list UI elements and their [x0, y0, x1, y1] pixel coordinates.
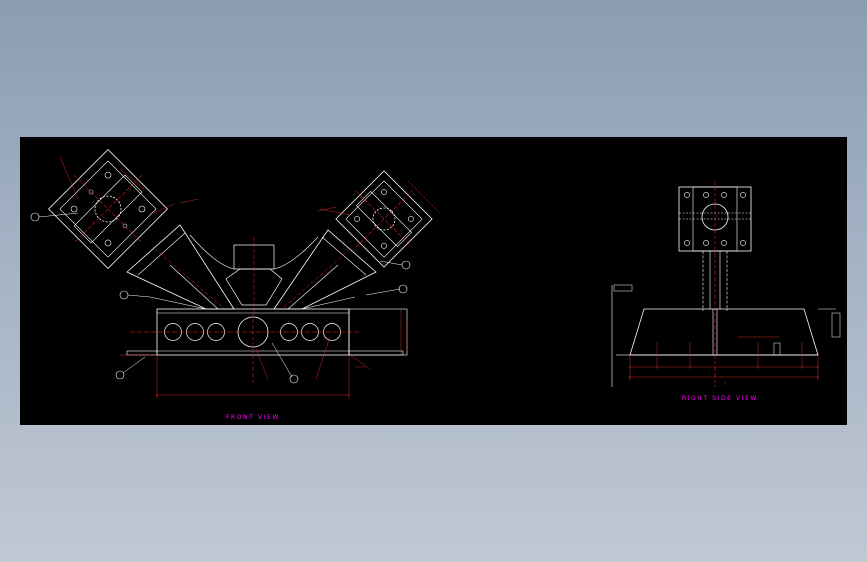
side-dimensions: [629, 336, 819, 385]
front-view-label: FRONT VIEW: [226, 414, 280, 421]
base-beam: [126, 308, 408, 383]
cad-model-space[interactable]: FRONT VIEW: [20, 137, 847, 425]
front-callouts: [30, 203, 411, 384]
right-arm: [273, 229, 377, 310]
side-column: [702, 181, 728, 387]
side-view: RIGHT SIDE VIEW: [611, 181, 841, 402]
front-view: FRONT VIEW: [30, 149, 441, 421]
left-mounting-plate: [48, 149, 168, 269]
cad-drawing: FRONT VIEW: [30, 149, 841, 421]
center-saddle: [189, 234, 319, 313]
side-view-label: RIGHT SIDE VIEW: [682, 395, 758, 402]
front-dimensions: [59, 156, 441, 399]
right-mounting-plate: [335, 170, 433, 268]
side-base: [611, 284, 841, 387]
